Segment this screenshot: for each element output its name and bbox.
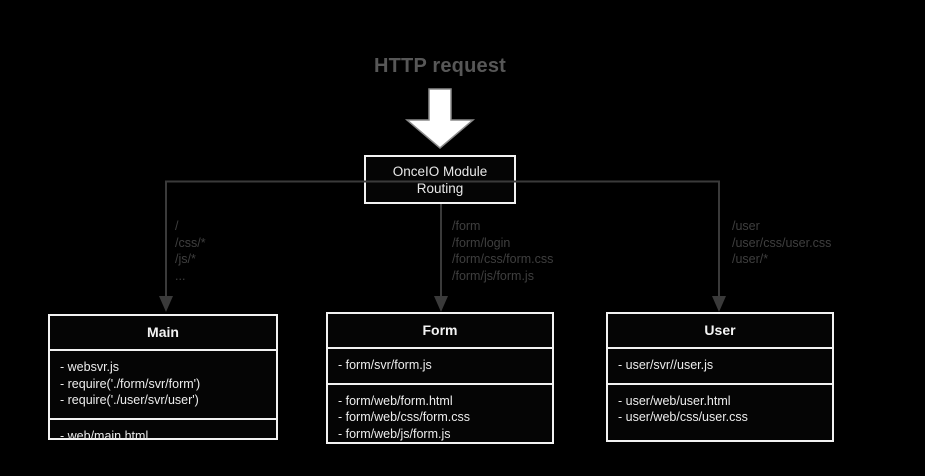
- route-label: /form/css/form.css: [452, 252, 554, 266]
- module-title-user: User: [608, 314, 832, 349]
- route-label: ...: [175, 268, 186, 283]
- route-label: /js/*: [175, 252, 196, 266]
- route-label: /user/css/user.css: [732, 235, 832, 250]
- module-web-section-form: - form/web/form.html - form/web/css/form…: [328, 382, 552, 452]
- route-label: /user: [732, 219, 760, 233]
- module-box-main: Main - websvr.js - require('./form/svr/f…: [48, 314, 278, 443]
- module-item: - websvr.js: [60, 360, 120, 374]
- route-label: /form/login: [452, 235, 511, 250]
- module-item: - user/svr//user.js: [618, 358, 714, 372]
- module-box-user: User - user/svr//user.js - user/web/user…: [606, 312, 834, 442]
- module-server-section-main: - websvr.js - require('./form/svr/form')…: [50, 351, 276, 418]
- module-item: - form/web/js/form.js: [338, 426, 451, 441]
- route-label: /css/*: [175, 235, 206, 250]
- router-title-line2: Routing: [416, 180, 464, 196]
- route-label: /user/*: [732, 252, 769, 266]
- route-labels-form: /form /form/login /form/css/form.css /fo…: [452, 218, 553, 284]
- module-item: - web/main.html: [60, 428, 149, 443]
- route-label: /form: [452, 219, 481, 233]
- module-server-section-form: - form/svr/form.js: [328, 349, 552, 383]
- route-label: /: [175, 219, 179, 233]
- router-title-line1: OnceIO Module: [392, 163, 488, 179]
- module-server-section-user: - user/svr//user.js: [608, 349, 832, 383]
- onceio-module-routing-box: OnceIO Module Routing: [364, 155, 516, 204]
- module-title-form: Form: [328, 314, 552, 349]
- module-box-form: Form - form/svr/form.js - form/web/form.…: [326, 312, 554, 444]
- http-request-block-arrow: [404, 88, 476, 150]
- module-web-section-user: - user/web/user.html - user/web/css/user…: [608, 382, 832, 435]
- route-labels-user: /user /user/css/user.css /user/*: [732, 218, 831, 268]
- module-web-section-main: - web/main.html: [50, 417, 276, 454]
- module-item: - form/svr/form.js: [338, 358, 432, 372]
- http-request-title: HTTP request: [373, 55, 507, 77]
- arrowhead-user: [712, 296, 726, 312]
- module-item: - form/web/form.html: [338, 393, 453, 408]
- module-item: - user/web/user.html: [618, 393, 731, 408]
- module-title-main: Main: [50, 316, 276, 351]
- route-label: /form/js/form.js: [452, 268, 534, 283]
- route-labels-main: / /css/* /js/* ...: [175, 218, 206, 284]
- module-item: - user/web/css/user.css: [618, 410, 748, 424]
- arrowhead-form: [434, 296, 448, 312]
- arrowhead-main: [159, 296, 173, 312]
- module-item: - form/web/css/form.css: [338, 410, 470, 424]
- module-item: - require('./user/svr/user'): [60, 393, 199, 407]
- module-item: - require('./form/svr/form'): [60, 376, 201, 391]
